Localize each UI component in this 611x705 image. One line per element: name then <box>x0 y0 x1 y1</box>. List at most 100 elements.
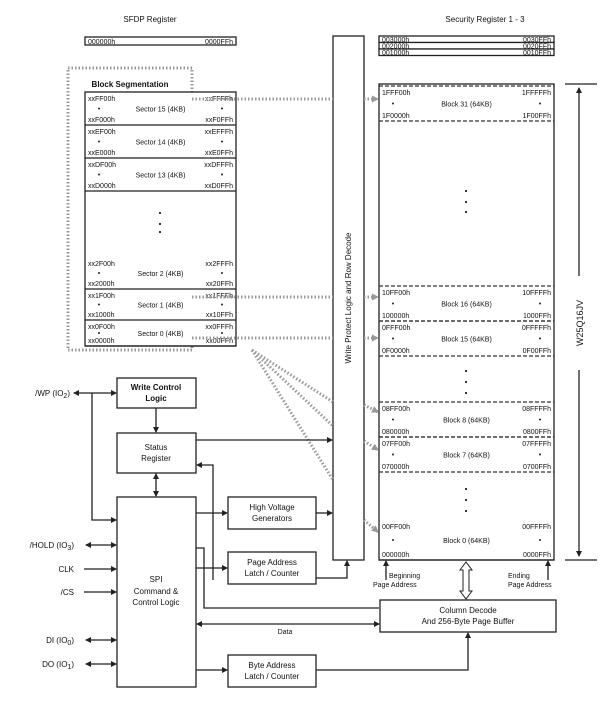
spi-label: Command & <box>134 587 179 596</box>
write-protect-label: Write Protect Logic and Row Decode <box>344 232 353 364</box>
page-address-label: Latch / Counter <box>245 569 300 578</box>
ellipsis-dot <box>539 539 541 541</box>
address-end-low: 1000FFh <box>523 313 551 320</box>
security-end: 0030FFh <box>523 37 551 44</box>
security-register-rows: 003000h 0030FFh 002000h 0020FFh 001000h … <box>378 35 555 57</box>
address-end-high: 1FFFFFh <box>522 90 551 97</box>
block-label: Sector 14 (4KB) <box>136 140 186 147</box>
address-start-high: xxEF00h <box>88 129 116 136</box>
status-register-label: Register <box>141 454 171 463</box>
address-start-high: xxFF00h <box>88 96 115 103</box>
ellipsis-dot <box>221 173 223 176</box>
ellipsis-dot <box>392 453 394 456</box>
block-label: Sector 13 (4KB) <box>136 173 186 180</box>
address-start-high: 08FF00h <box>382 406 410 413</box>
column-decode-label: And 256-Byte Page Buffer <box>422 617 515 626</box>
ellipsis-dot <box>539 337 541 340</box>
ellipsis-dot <box>539 302 541 305</box>
ellipsis-dot <box>98 107 100 110</box>
address-start-high: 10FF00h <box>382 290 410 297</box>
address-end-low: xxE0FFh <box>205 150 233 157</box>
sfdp-register-box <box>84 36 237 46</box>
address-end-high: 07FFFFh <box>522 441 551 448</box>
spi-label: Control Logic <box>132 598 179 607</box>
address-end-low: 0700FFh <box>523 464 551 471</box>
address-end-low: xxD0FFh <box>205 183 234 190</box>
block-label: Sector 0 (4KB) <box>138 331 184 338</box>
address-start-low: 000000h <box>382 552 409 559</box>
address-start-low: xxF000h <box>88 117 115 124</box>
security-start: 003000h <box>382 37 409 44</box>
pin-labels: /WP (IO2) /HOLD (IO3) CLK /CS DI (IO0) D… <box>30 389 75 671</box>
address-end-low: xxF0FFh <box>205 117 233 124</box>
pin-hold: /HOLD (IO3) <box>30 541 75 552</box>
page-address-latch-block <box>227 551 317 585</box>
security-title: Security Register 1 - 3 <box>445 15 525 24</box>
address-start-low: 0F0000h <box>382 348 410 355</box>
page-address-label: Page Address <box>247 558 297 567</box>
address-end-high: 0FFFFFh <box>522 325 551 332</box>
ellipsis-dot <box>221 332 223 334</box>
ellipsis-dot <box>392 337 394 340</box>
segmentation-box <box>84 91 237 347</box>
address-end-high: xxEFFFh <box>205 129 233 136</box>
address-end-low: xx00FFh <box>206 338 233 345</box>
ellipsis-dot <box>98 303 100 306</box>
ellipsis-dot <box>221 272 223 274</box>
ellipsis-dot <box>539 102 541 105</box>
address-start-low: xx1000h <box>88 312 115 319</box>
ellipsis-dot <box>392 539 394 541</box>
security-start: 001000h <box>382 50 409 57</box>
column-decode-label: Column Decode <box>439 606 497 615</box>
signal-lines <box>73 390 551 673</box>
block-label: Block 7 (64KB) <box>443 453 490 460</box>
address-end-high: xxDFFFh <box>204 162 233 169</box>
address-start-high: xx2F00h <box>88 261 115 268</box>
write-control-label: Logic <box>145 394 167 403</box>
memory-ellipsis <box>464 189 468 513</box>
ending-page-label: Page Address <box>508 582 552 589</box>
address-end-low: 0000FFh <box>523 552 551 559</box>
data-bus-label: Data <box>278 629 293 636</box>
sfdp-end: 0000FFh <box>205 39 233 46</box>
address-end-low: 0800FFh <box>523 429 551 436</box>
address-start-low: xx0000h <box>88 338 115 345</box>
address-start-low: 1F0000h <box>382 113 410 120</box>
byte-address-label: Latch / Counter <box>245 672 300 681</box>
status-register-label: Status <box>145 443 168 452</box>
address-start-high: 1FFF00h <box>382 90 411 97</box>
pin-clk: CLK <box>58 565 74 574</box>
security-end: 0010FFh <box>523 50 551 57</box>
device-label: W25Q16JV <box>575 300 585 346</box>
segmentation-mapping-arrows <box>192 95 379 534</box>
ellipsis-dot <box>392 418 394 421</box>
address-end-high: xx1FFFh <box>205 293 233 300</box>
block-label: Sector 2 (4KB) <box>138 271 184 278</box>
sfdp-start: 000000h <box>88 39 115 46</box>
address-end-high: 10FFFFh <box>522 290 551 297</box>
address-end-high: 00FFFFh <box>522 524 551 531</box>
address-end-high: xxFFFFh <box>205 96 233 103</box>
ellipsis-dot <box>158 230 162 234</box>
address-end-low: xx10FFh <box>206 312 233 319</box>
high-voltage-label: High Voltage <box>249 503 295 512</box>
byte-address-latch-block <box>227 654 317 688</box>
sfdp-title: SFDP Register <box>123 15 177 24</box>
address-start-high: 00FF00h <box>382 524 410 531</box>
security-end: 0020FFh <box>523 44 551 51</box>
write-control-label: Write Control <box>131 383 182 392</box>
ellipsis-dot <box>158 211 162 215</box>
address-start-high: xx0F00h <box>88 324 115 331</box>
block-label: Block 16 (64KB) <box>441 302 492 309</box>
address-end-low: xx20FFh <box>206 281 233 288</box>
beginning-page-label: Page Address <box>373 582 417 589</box>
pin-cs: /CS <box>61 588 74 597</box>
